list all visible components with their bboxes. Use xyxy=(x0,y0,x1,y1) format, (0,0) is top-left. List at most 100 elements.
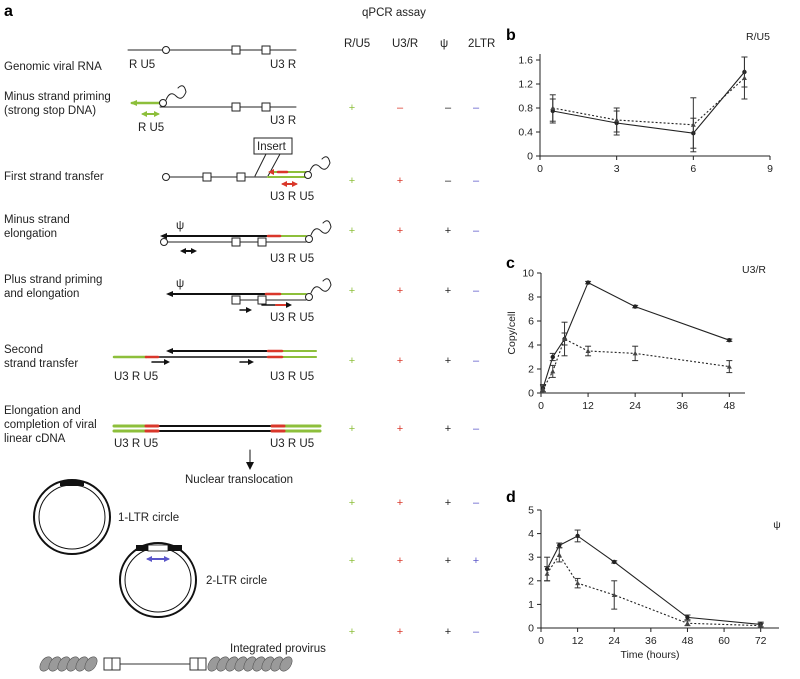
step-label: Minus strand priming xyxy=(4,91,111,103)
data-point xyxy=(758,623,764,628)
series-line xyxy=(542,281,730,389)
y-axis-label: Copy/cell xyxy=(506,311,518,354)
data-point xyxy=(550,105,556,110)
assay-mark: + xyxy=(397,355,403,367)
assay-mark: + xyxy=(349,497,355,509)
assay-mark: + xyxy=(473,555,479,567)
y-tick-label: 1 xyxy=(528,599,534,611)
assay-mark: – xyxy=(473,175,480,187)
assay-mark: + xyxy=(445,497,451,509)
label-u3-r-u5-5: U3 R U5 xyxy=(270,312,314,324)
data-point xyxy=(585,348,591,353)
data-point xyxy=(685,615,690,620)
y-tick-label: 4 xyxy=(528,340,534,352)
step-label: and elongation xyxy=(4,288,79,300)
genomic-rna-diagram: R U5 U3 R xyxy=(127,45,297,71)
chromatin-coil xyxy=(279,656,293,672)
data-point xyxy=(632,350,638,356)
step-label: Elongation and xyxy=(4,405,81,417)
label-u3-r-u5-3: U3 R U5 xyxy=(270,191,314,203)
x-tick-label: 48 xyxy=(682,635,694,647)
y-tick-label: 0 xyxy=(527,151,533,163)
panel-label: b xyxy=(506,27,516,44)
label-psi-4: ψ xyxy=(176,220,184,232)
chart-title: U3/R xyxy=(742,264,766,276)
assay-mark: + xyxy=(349,355,355,367)
assay-mark: – xyxy=(473,497,480,509)
assay-mark: + xyxy=(349,555,355,567)
data-point xyxy=(562,336,568,341)
x-tick-label: 36 xyxy=(645,635,657,647)
assay-mark: – xyxy=(397,102,404,114)
assay-mark: + xyxy=(349,423,355,435)
data-point xyxy=(585,280,591,285)
data-point xyxy=(684,620,690,626)
step-label: completion of viral xyxy=(4,419,97,431)
assay-column-header: U3/R xyxy=(392,38,418,50)
data-point xyxy=(614,117,620,122)
label-u3-r-u5-7a: U3 R U5 xyxy=(114,438,158,450)
step-labels: Genomic viral RNA Minus strand priming (st… xyxy=(4,61,111,445)
y-tick-label: 0.4 xyxy=(518,127,533,139)
data-point xyxy=(632,304,638,309)
data-point xyxy=(540,386,546,392)
assay-mark: + xyxy=(349,175,355,187)
x-tick-label: 24 xyxy=(629,400,641,412)
label-u3-r-u5-6a: U3 R U5 xyxy=(114,371,158,383)
y-tick-label: 0 xyxy=(528,623,534,635)
assay-mark: + xyxy=(397,175,403,187)
qpcr-header: qPCR assay xyxy=(362,7,426,19)
assay-mark: – xyxy=(445,175,452,187)
assay-mark: + xyxy=(397,423,403,435)
step-label: (strong stop DNA) xyxy=(4,105,96,117)
label-1-ltr-circle: 1-LTR circle xyxy=(118,512,179,524)
assay-column-header: R/U5 xyxy=(344,38,370,50)
panel-label: d xyxy=(506,489,516,506)
label-insert: Insert xyxy=(257,141,287,153)
assay-mark: – xyxy=(473,626,480,638)
y-tick-label: 3 xyxy=(528,552,534,564)
series-line xyxy=(542,338,730,390)
two-ltr-circle-diagram: 2-LTR circle xyxy=(119,542,267,618)
label-u3-r-u5-6b: U3 R U5 xyxy=(270,371,314,383)
step-label: Genomic viral RNA xyxy=(4,61,102,73)
chromatin-coil xyxy=(84,656,98,672)
x-tick-label: 72 xyxy=(755,635,767,647)
label-u3-r-2: U3 R xyxy=(270,115,296,127)
data-point xyxy=(575,580,581,586)
assay-mark: – xyxy=(473,102,480,114)
assay-mark: + xyxy=(397,626,403,638)
assay-mark: + xyxy=(397,497,403,509)
x-tick-label: 0 xyxy=(537,163,543,175)
label-r-u5-2: R U5 xyxy=(138,122,164,134)
panel-label: c xyxy=(506,255,515,272)
assay-marks: +–––++––+++–+++–+++–+++–+++–+++++++– xyxy=(349,102,480,638)
assay-mark: + xyxy=(349,285,355,297)
x-tick-label: 48 xyxy=(723,400,735,412)
x-tick-label: 12 xyxy=(582,400,594,412)
x-tick-label: 0 xyxy=(538,635,544,647)
label-u3-r-u5-7b: U3 R U5 xyxy=(270,438,314,450)
chromatin-left-icon xyxy=(39,656,98,672)
step-label: Minus strand xyxy=(4,214,70,226)
second-strand-transfer-diagram: U3 R U5 U3 R U5 xyxy=(112,348,317,383)
assay-mark: + xyxy=(349,626,355,638)
step-label: First strand transfer xyxy=(4,171,104,183)
assay-mark: + xyxy=(445,423,451,435)
chart-title: R/U5 xyxy=(746,31,770,43)
step-label: linear cDNA xyxy=(4,433,66,445)
data-point xyxy=(544,571,550,576)
data-point xyxy=(726,364,732,369)
y-tick-label: 5 xyxy=(528,505,534,517)
y-tick-label: 6 xyxy=(528,316,534,328)
y-tick-label: 1.6 xyxy=(518,55,533,67)
x-tick-label: 9 xyxy=(767,163,773,175)
step-label: Second xyxy=(4,344,43,356)
assay-mark: – xyxy=(473,423,480,435)
series-line xyxy=(552,71,745,134)
assay-mark: + xyxy=(349,225,355,237)
data-point xyxy=(557,543,562,548)
x-tick-label: 60 xyxy=(718,635,730,647)
assay-mark: – xyxy=(445,102,452,114)
